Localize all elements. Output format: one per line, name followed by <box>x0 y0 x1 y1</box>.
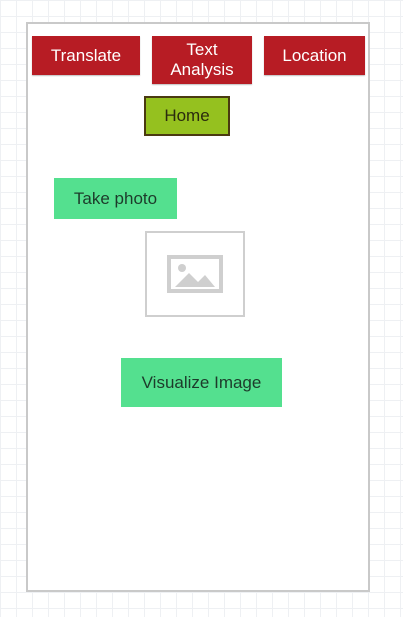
visualize-image-button[interactable]: Visualize Image <box>121 358 282 407</box>
location-button[interactable]: Location <box>264 36 365 75</box>
translate-button[interactable]: Translate <box>32 36 140 75</box>
image-placeholder-icon <box>167 255 223 293</box>
home-button[interactable]: Home <box>144 96 230 136</box>
take-photo-button[interactable]: Take photo <box>54 178 177 219</box>
image-placeholder <box>145 231 245 317</box>
phone-frame: Translate Text Analysis Location Home Ta… <box>26 22 370 592</box>
text-analysis-button[interactable]: Text Analysis <box>152 36 252 84</box>
